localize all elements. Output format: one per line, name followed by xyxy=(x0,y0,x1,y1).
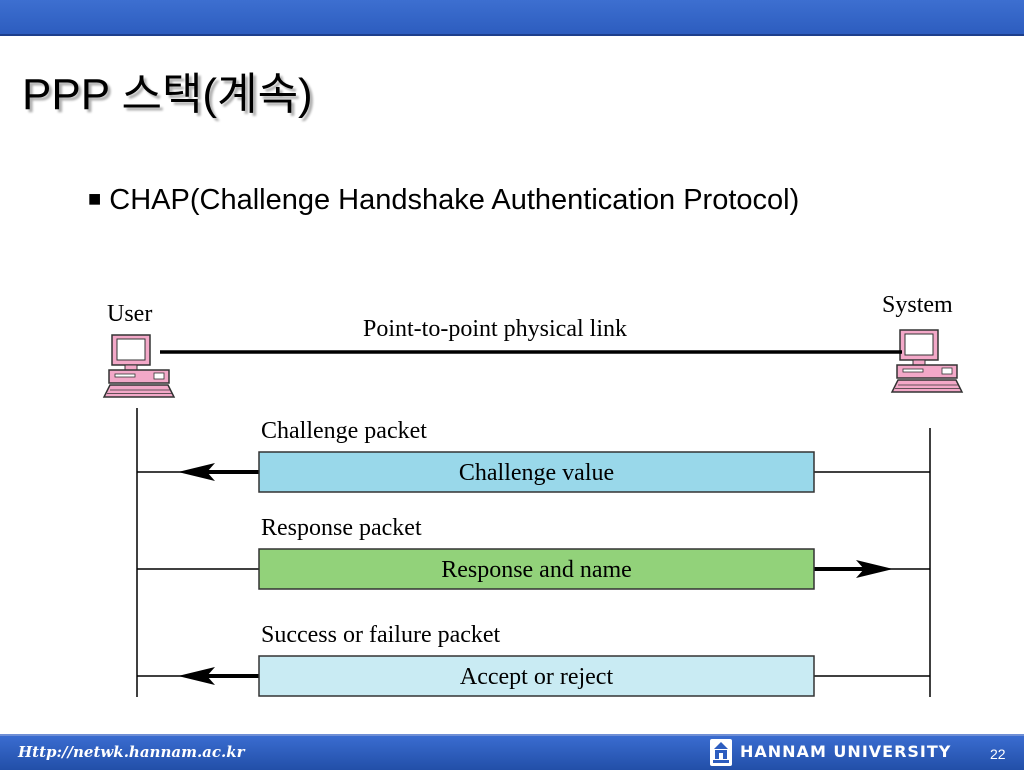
packet-box xyxy=(258,548,815,590)
packet-caption: Response packet xyxy=(261,515,422,541)
packet-arrow-head xyxy=(178,463,215,481)
packet-content: Accept or reject xyxy=(460,664,614,690)
footer-bar: Http://netwk.hannam.ac.kr HANNAM UNIVERS… xyxy=(0,734,1024,770)
system-label: System xyxy=(882,292,953,318)
page-number: 22 xyxy=(990,746,1006,762)
user-label: User xyxy=(107,301,152,327)
packet-content: Response and name xyxy=(441,557,632,583)
packet-caption: Success or failure packet xyxy=(261,622,501,648)
packet-content: Challenge value xyxy=(459,460,614,486)
hannam-logo-icon xyxy=(710,739,732,766)
link-label: Point-to-point physical link xyxy=(363,316,627,342)
packet-caption: Challenge packet xyxy=(261,418,427,444)
slide-title: PPP 스택(계속) xyxy=(22,70,313,119)
user-computer-icon xyxy=(103,334,175,398)
bullet-square-icon: ■ xyxy=(88,186,102,211)
packet-box xyxy=(258,655,815,697)
university-name: HANNAM UNIVERSITY xyxy=(740,742,952,761)
packet-arrow-head xyxy=(178,667,215,685)
packet-box xyxy=(258,451,815,493)
bullet-text: CHAP(Challenge Handshake Authentication … xyxy=(109,184,800,216)
footer-url-link[interactable]: Http://netwk.hannam.ac.kr xyxy=(18,743,245,761)
header-bar xyxy=(0,0,1024,36)
packet-arrow-head xyxy=(856,560,893,578)
system-computer-icon xyxy=(891,329,963,393)
bullet-item: ■ CHAP(Challenge Handshake Authentication… xyxy=(88,184,799,217)
